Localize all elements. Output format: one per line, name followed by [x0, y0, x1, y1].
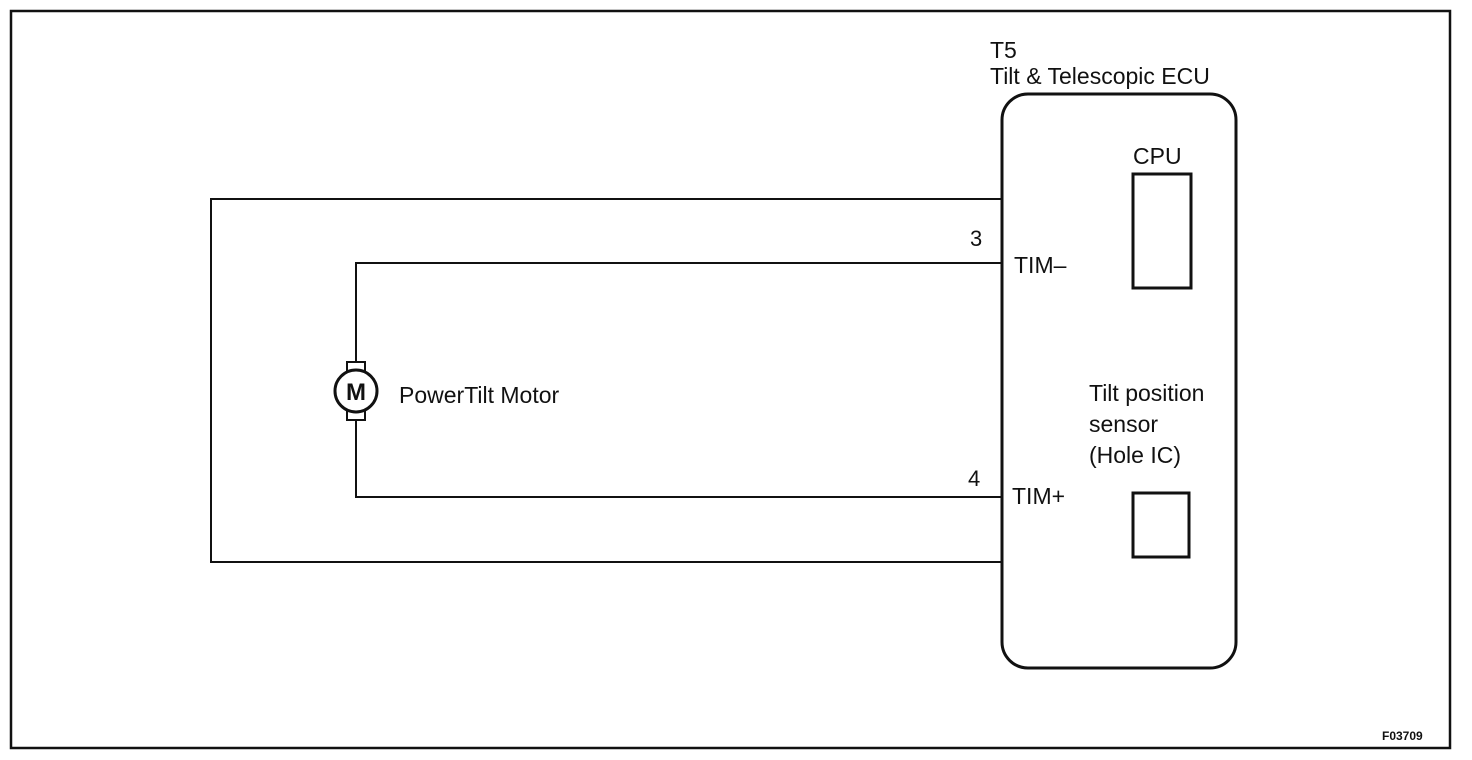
ecu-code: T5	[990, 37, 1017, 63]
figure-id: F03709	[1382, 729, 1423, 743]
sensor-block	[1131, 491, 1191, 559]
ecu-name: Tilt & Telescopic ECU	[990, 63, 1210, 89]
wire-tim-minus	[355, 262, 1002, 362]
outer-loop-wire	[210, 198, 1002, 563]
cpu-block	[1131, 172, 1193, 290]
motor-symbol-letter: M	[346, 379, 366, 406]
pin-3-name: TIM–	[1014, 252, 1067, 278]
sensor-label-line1: Tilt position	[1089, 380, 1204, 406]
motor-circle	[333, 368, 379, 414]
diagram-frame	[9, 9, 1452, 750]
sensor-label-line3: (Hole IC)	[1089, 442, 1181, 468]
pin-4-number: 4	[968, 466, 980, 491]
motor-symbol: M	[333, 361, 379, 421]
wire-tim-plus	[355, 420, 1002, 498]
ecu-box	[1000, 92, 1238, 670]
motor-label: PowerTilt Motor	[399, 382, 560, 408]
pin-4-name: TIM+	[1012, 483, 1065, 509]
cpu-label: CPU	[1133, 143, 1182, 169]
pin-3-number: 3	[970, 226, 982, 251]
sensor-label-line2: sensor	[1089, 411, 1158, 437]
